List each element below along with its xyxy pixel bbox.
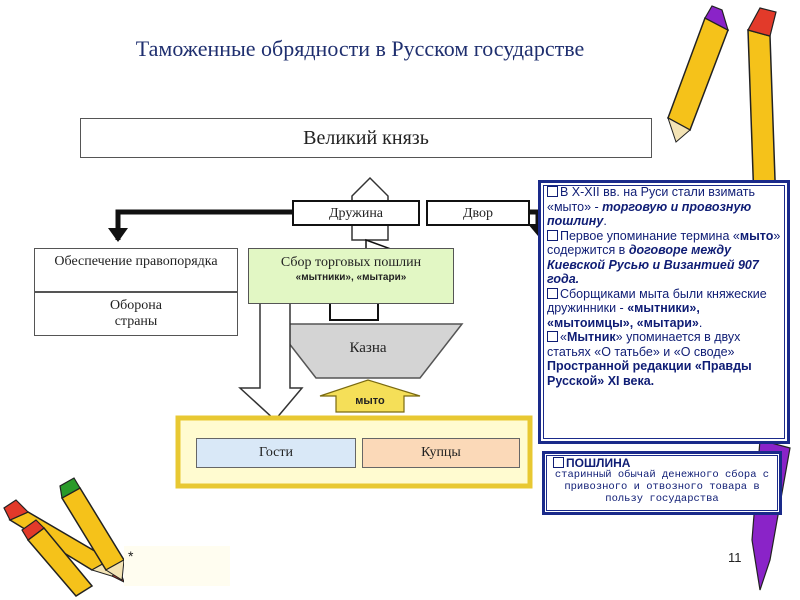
feedback-line (115, 209, 292, 240)
definition-text: старинный обычай денежного сбора с приво… (554, 469, 770, 505)
info-paragraph-1: В Х-XII вв. на Руси стали взимать «мыто»… (547, 185, 756, 228)
footnote-marker: * (128, 548, 134, 564)
checkbox-bullet-icon (547, 287, 558, 299)
treasury-label: Казна (349, 340, 387, 356)
arrow-head-left (108, 228, 128, 242)
myto-arrow (319, 379, 421, 413)
page-number: 11 (728, 550, 742, 565)
collectors-label: «мытники», «мытари» (295, 272, 407, 283)
treasury-shape (272, 323, 464, 379)
info-paragraph-2: Первое упоминание термина «мыто» содержи… (547, 228, 781, 286)
checkbox-bullet-icon (547, 186, 558, 197)
definition-term: ПОШЛИНА (553, 457, 771, 469)
guests-box: Гости (196, 438, 356, 468)
checkbox-bullet-icon (547, 229, 558, 241)
merchants-box: Купцы (362, 438, 520, 468)
slide-title: Таможенные обрядности в Русском государс… (135, 36, 585, 61)
law-order-box: Обеспечение правопорядка (34, 248, 238, 292)
footnote-box: * (124, 546, 230, 586)
defense-box: Оборона страны (34, 292, 238, 336)
pencil-icon (667, 5, 729, 143)
info-paragraph-3: Сборщиками мыта были княжеские дружинник… (547, 286, 767, 330)
duty-stem (329, 301, 379, 321)
dvor-box: Двор (426, 200, 530, 226)
myto-label: мыто (355, 395, 385, 407)
duty-collection-label: Сбор торговых пошлин (280, 255, 422, 270)
info-paragraph-4: «Мытник» упоминается в двух статьях «О т… (547, 330, 752, 388)
info-panel: В Х-XII вв. на Руси стали взимать «мыто»… (538, 180, 790, 444)
definition-panel: ПОШЛИНА старинный обычай денежного сбора… (542, 451, 782, 515)
grand-prince-box: Великий князь (80, 118, 652, 158)
duty-collection-box: Сбор торговых пошлин «мытники», «мытари» (248, 248, 454, 304)
checkbox-bullet-icon (553, 457, 564, 468)
pencil-icon-5 (21, 519, 94, 597)
checkbox-bullet-icon (547, 331, 558, 342)
druzhina-box: Дружина (292, 200, 420, 226)
